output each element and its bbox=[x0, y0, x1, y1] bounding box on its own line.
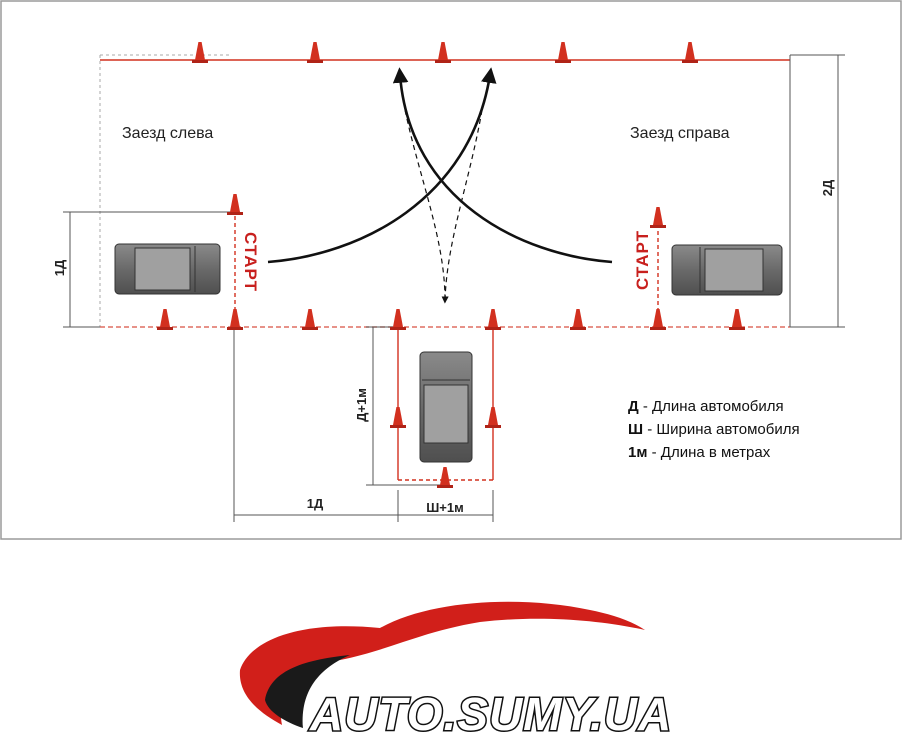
dimension-lines bbox=[63, 54, 845, 522]
legend-item: 1м - Длина в метрах bbox=[628, 444, 771, 461]
legend-item: Ш - Ширина автомобиля bbox=[628, 421, 800, 438]
logo-swoosh-icon bbox=[239, 601, 646, 725]
right-entry-label: Заезд справа bbox=[630, 125, 730, 142]
start-label-right: СТАРТ bbox=[633, 230, 652, 290]
start-label-left: СТАРТ bbox=[241, 232, 260, 292]
car-right bbox=[671, 244, 783, 296]
legend: Д - Длина автомобиля Ш - Ширина автомоби… bbox=[628, 398, 800, 461]
dim-1d-left: 1Д bbox=[52, 259, 67, 276]
logo-swoosh-shadow-icon bbox=[265, 655, 350, 728]
dim-2d: 2Д bbox=[820, 179, 835, 196]
legend-item: Д - Длина автомобиля bbox=[628, 398, 784, 415]
course-boundary bbox=[99, 54, 230, 327]
driving-paths bbox=[267, 67, 613, 304]
dim-1d-bottom: 1Д bbox=[307, 496, 324, 511]
car-left bbox=[114, 243, 221, 295]
left-entry-label: Заезд слева bbox=[122, 125, 213, 142]
logo-text: AUTO.SUMY.UA bbox=[309, 688, 672, 740]
logo: AUTO.SUMY.UA bbox=[239, 601, 673, 742]
dim-d-plus-1m: Д+1м bbox=[354, 388, 369, 422]
dim-w-plus-1m: Ш+1м bbox=[426, 500, 464, 515]
car-garage bbox=[419, 351, 473, 463]
